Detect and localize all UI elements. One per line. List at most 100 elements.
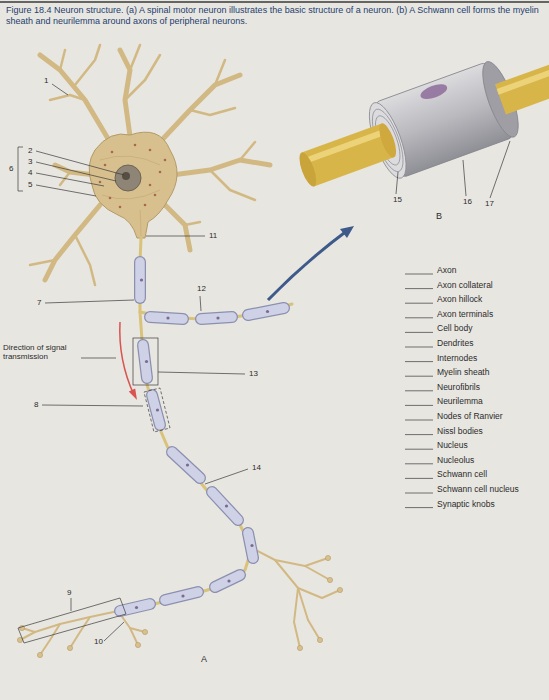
answer-line: [405, 463, 433, 464]
leader-line: [71, 598, 72, 611]
cell-body: [100, 156, 160, 236]
leader-line: [146, 236, 205, 237]
dendrites: [50, 95, 85, 100]
leader-line: [45, 300, 134, 303]
dendrites: [125, 55, 160, 100]
myelin-segment: [135, 606, 138, 609]
synaptic-knob: [317, 637, 322, 642]
callout-number: 3: [27, 157, 33, 166]
myelin-segment: [120, 262, 284, 611]
myelin-segment: [250, 544, 253, 547]
myelin-segment: [248, 533, 253, 558]
answer-line: [405, 434, 433, 435]
term-label: Cell body: [437, 324, 472, 334]
myelin-segment: [145, 360, 148, 363]
dendrites: [75, 45, 100, 85]
axon-terminals: [20, 611, 118, 640]
callout-number: 12: [196, 284, 207, 293]
synaptic-knob: [337, 587, 342, 592]
callout-number: 1: [43, 76, 49, 85]
callout-number: 10: [93, 637, 104, 646]
myelin-segment: [248, 533, 253, 558]
inset-schwann-cell: [376, 121, 400, 159]
synaptic-knob: [67, 645, 72, 650]
axon-terminals: [308, 620, 320, 640]
synaptic-knob: [142, 629, 147, 634]
synaptic-knob: [37, 652, 42, 657]
myelin-segment: [225, 504, 228, 507]
dendrites: [30, 45, 270, 285]
leader-line: [463, 160, 466, 196]
term-label: Dendrites: [437, 339, 473, 349]
myelin-segment: [181, 594, 184, 597]
answer-line: [405, 361, 433, 362]
answer-line: [405, 376, 433, 377]
cell-body: [134, 144, 137, 147]
term-label: Myelin sheath: [437, 368, 489, 378]
myelin-segment: [227, 579, 230, 582]
answer-line: [405, 347, 433, 348]
dendrites: [40, 55, 110, 142]
term-label: Axon collateral: [437, 281, 493, 291]
term-label: Synaptic knobs: [437, 500, 495, 510]
leader-line: [205, 469, 248, 484]
myelin-segment: [172, 452, 200, 478]
answer-line: [405, 449, 433, 450]
myelin-segment: [186, 463, 189, 466]
term-label: Nodes of Ranvier: [437, 412, 503, 422]
leader-line: [36, 162, 116, 181]
leader-line: [104, 622, 124, 641]
myelin-segment: [166, 316, 169, 319]
cell-body: [89, 132, 177, 238]
dendrites: [30, 45, 255, 285]
inset-schwann-cell: [304, 129, 386, 164]
dendrites: [120, 50, 130, 136]
term-label: Nucleus: [437, 441, 468, 451]
dendrites: [30, 260, 55, 265]
answer-line: [405, 420, 433, 421]
term-label: Internodes: [437, 354, 477, 364]
answer-line: [405, 332, 433, 333]
dendrites: [210, 170, 255, 200]
answer-line: [405, 274, 433, 275]
inset-schwann-cell: [289, 36, 549, 209]
leader-line: [144, 388, 170, 432]
myelin-segment: [201, 317, 232, 319]
dendrites: [190, 108, 235, 115]
term-label: Nissl bodies: [437, 427, 483, 437]
leader-line: [52, 84, 68, 95]
term-label: Schwann cell nucleus: [437, 485, 519, 495]
term-label: Axon: [437, 266, 456, 276]
leader-line: [158, 372, 245, 374]
callout-number: 14: [251, 463, 262, 472]
axon-terminals: [252, 548, 308, 620]
cell-body: [154, 194, 157, 197]
cell-body: [104, 164, 107, 167]
callout-number: 8: [33, 400, 39, 409]
answer-line: [405, 288, 433, 289]
dendrites: [215, 60, 225, 85]
myelin-segment: [212, 492, 238, 520]
myelin-segment: [135, 262, 145, 298]
synaptic-knob: [135, 642, 140, 647]
cell-body: [140, 210, 141, 236]
axon-terminals: [20, 548, 340, 655]
leader-line: [396, 172, 398, 194]
callout-number: 4: [27, 168, 33, 177]
myelin-segment: [140, 278, 143, 281]
term-label: Schwann cell: [437, 470, 487, 480]
leader-line: [200, 296, 201, 311]
axon-terminals: [298, 588, 340, 598]
panel-letter: A: [200, 654, 208, 664]
myelin-segment: [216, 316, 219, 319]
answer-line: [405, 303, 433, 304]
pointer-arrow: [268, 226, 354, 300]
answer-line: [405, 507, 433, 508]
cell-body: [99, 144, 167, 209]
inset-schwann-cell: [419, 81, 449, 102]
pointer-arrow: [268, 230, 348, 300]
cell-body: [109, 197, 112, 200]
leader-line: [18, 598, 126, 643]
callout-number: 17: [484, 199, 495, 208]
